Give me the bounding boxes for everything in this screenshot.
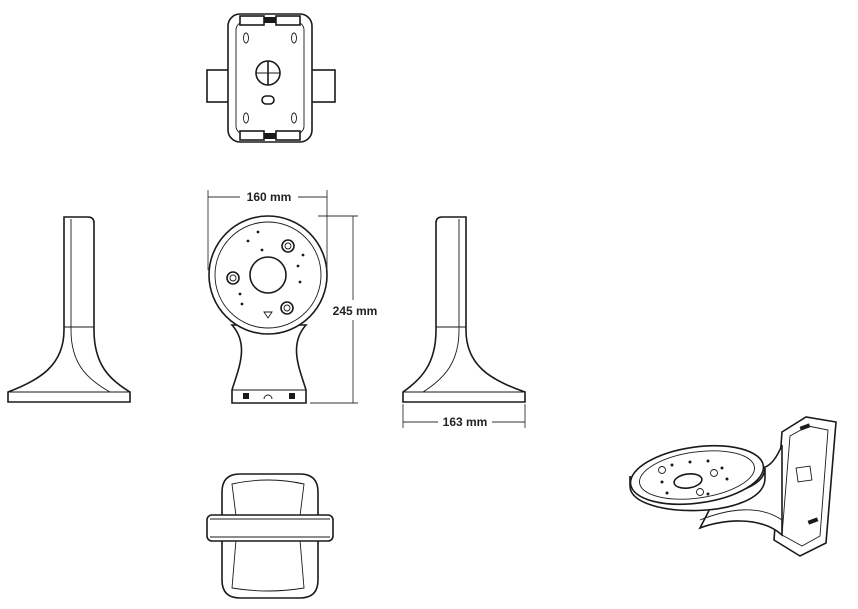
front-view-center-hole — [249, 256, 287, 294]
bottom-view — [206, 473, 334, 599]
front-view-disk — [208, 215, 328, 335]
right-side-view — [402, 216, 526, 403]
width-label: 160 mm — [247, 190, 292, 204]
bottom-view-plate — [206, 514, 334, 542]
front-view-neck — [230, 324, 308, 404]
top-view-plate — [227, 13, 313, 143]
depth-dimension: 163 mm — [402, 404, 526, 429]
left-side-view — [7, 216, 131, 403]
height-label: 245 mm — [333, 304, 378, 318]
depth-label: 163 mm — [443, 415, 488, 429]
height-dimension: 245 mm — [310, 215, 378, 404]
front-view — [208, 215, 328, 404]
isometric-view — [629, 416, 837, 557]
width-dimension: 160 mm — [207, 190, 328, 270]
top-view — [206, 13, 336, 143]
